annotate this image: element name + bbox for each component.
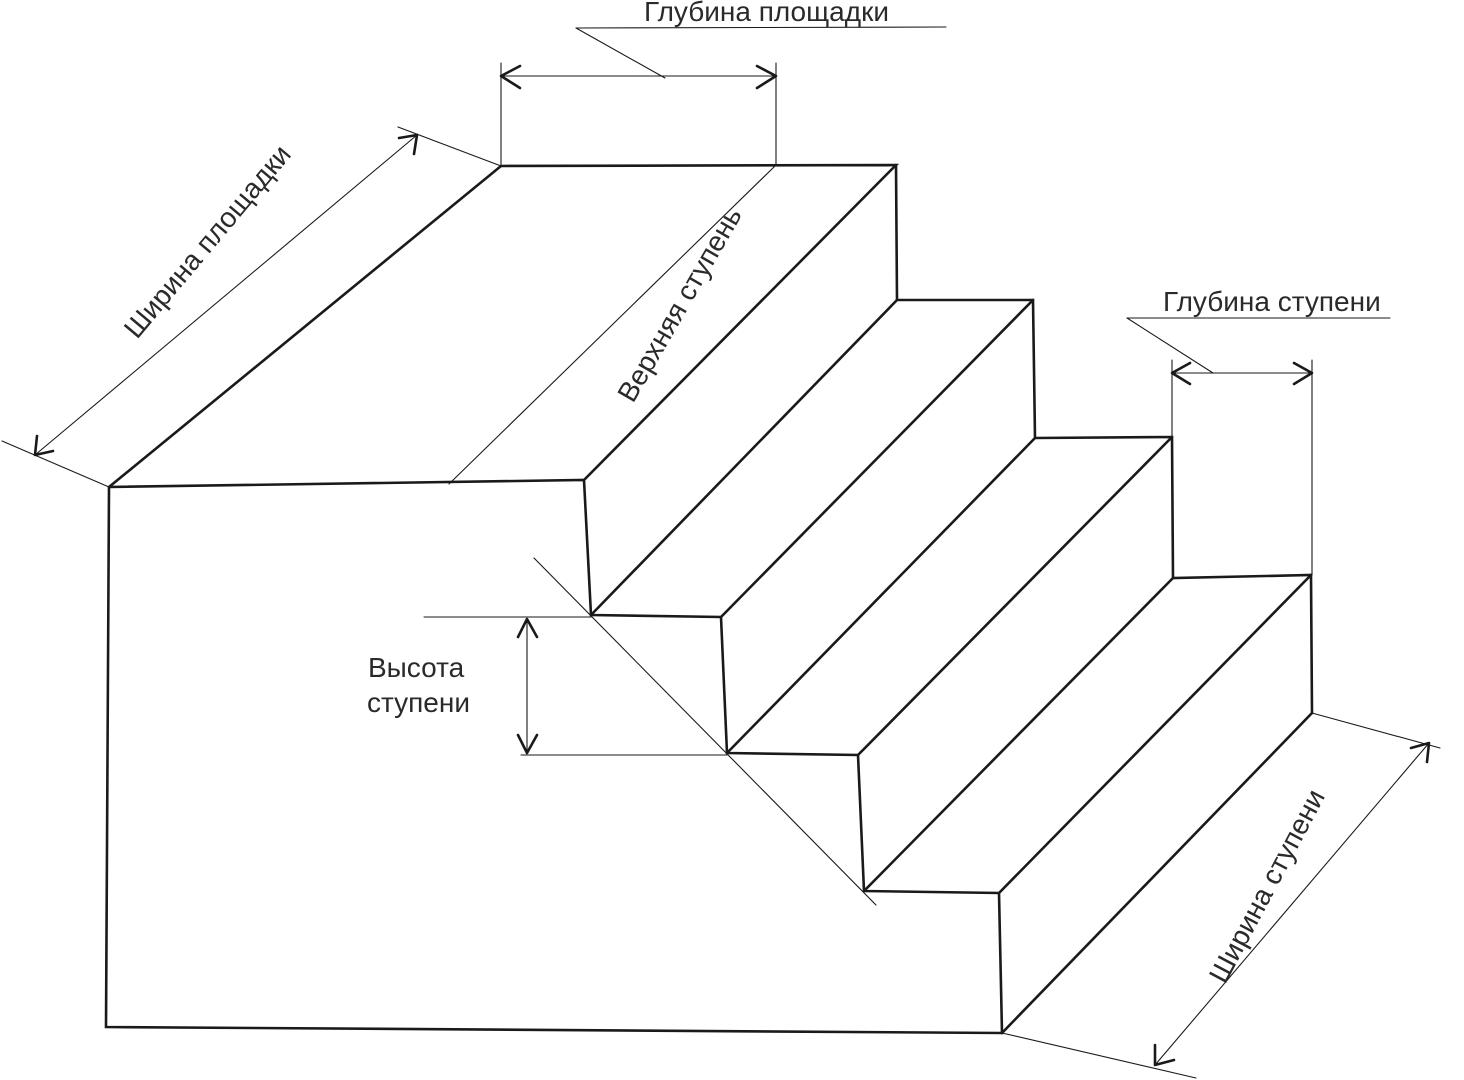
arrowheads xyxy=(33,64,1431,1067)
landing-depth-leader xyxy=(575,27,666,79)
landing-width-arrow-bottom xyxy=(33,434,55,457)
step-depth-label: Глубина ступени xyxy=(1163,286,1381,317)
landing-depth-arrow-right xyxy=(755,64,778,90)
step-height-arrow-bottom xyxy=(516,733,539,755)
step-height-label-line2: ступени xyxy=(367,687,470,718)
landing-width-ext-top xyxy=(397,126,502,167)
step-depth-arrow-left xyxy=(1170,361,1192,386)
step-depth-leader xyxy=(1126,317,1214,374)
riser-2 xyxy=(1033,435,1314,715)
step-width-dim-line xyxy=(1154,742,1430,1066)
top-step-divider xyxy=(448,165,776,485)
landing-depth-underline xyxy=(575,26,947,29)
step-width-ext-bottom xyxy=(1001,1032,1197,1079)
step-edge-3 xyxy=(725,436,1037,755)
landing-width-label: Ширина площадки xyxy=(118,139,297,344)
step-edge-1 xyxy=(589,298,899,617)
side-face-outline xyxy=(104,478,1004,1035)
construction-lines xyxy=(1,26,1441,1079)
landing-width-dim-line xyxy=(34,134,418,456)
landing-depth-arrow-left xyxy=(499,64,522,90)
top-step-label: Верхняя ступень xyxy=(611,202,747,407)
step-height-label-line1: Высота xyxy=(368,652,465,683)
riser-1 xyxy=(894,163,1037,440)
step-edge-6 xyxy=(997,573,1313,895)
slope-line xyxy=(533,557,877,906)
step-edge-2 xyxy=(719,298,1035,619)
landing-width-arrow-top xyxy=(397,133,419,156)
step-width-ext-top xyxy=(1311,712,1441,749)
step-width-label: Ширина ступени xyxy=(1203,784,1331,988)
step-edge-7 xyxy=(1000,711,1314,1035)
step-edge-5 xyxy=(862,576,1175,893)
labels: Глубина площадки Ширина площадки Верхняя… xyxy=(118,0,1381,988)
step-depth-arrow-right xyxy=(1292,361,1314,386)
step-edge-4 xyxy=(856,435,1174,757)
landing-width-ext-bottom xyxy=(1,440,110,488)
step-width-arrow-bottom xyxy=(1153,1043,1176,1067)
step-width-arrow-top xyxy=(1409,741,1431,764)
step-height-arrow-top xyxy=(516,617,539,639)
landing-top-outline xyxy=(107,163,900,489)
stair-outline xyxy=(104,163,1314,1035)
landing-depth-label: Глубина площадки xyxy=(644,0,889,27)
